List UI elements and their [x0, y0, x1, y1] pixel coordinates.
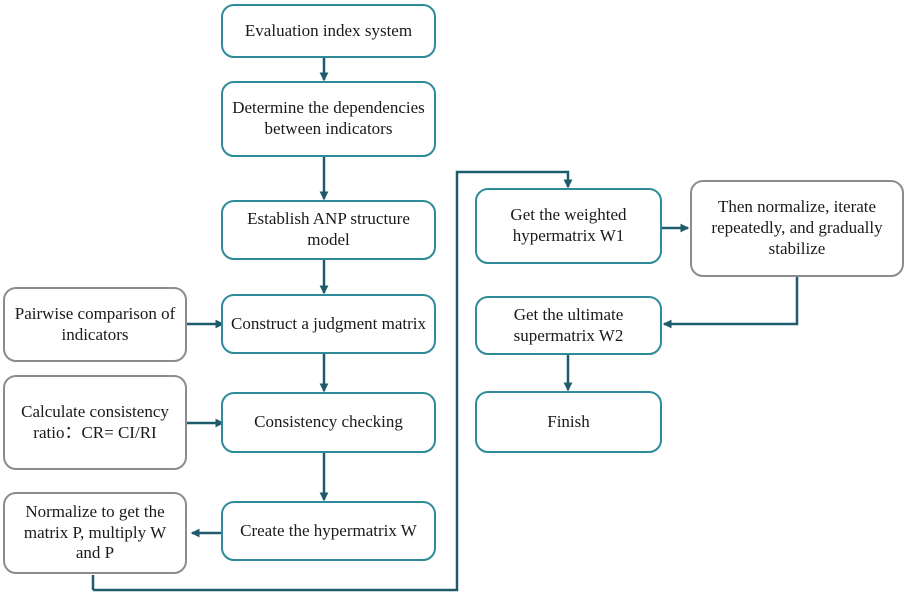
arrow-iterate-to-ultimate	[662, 277, 799, 329]
normalize-matrix-p-node: Normalize to get the matrix P, multiply …	[3, 492, 187, 574]
ultimate-supermatrix-node: Get the ultimate supermatrix W2	[475, 296, 662, 355]
arrow-normalize-to-weighted	[91, 170, 568, 592]
calculate-consistency-ratio-node: Calculate consistency ratio：CR= CI/RI	[3, 375, 187, 470]
weighted-hypermatrix-node: Get the weighted hypermatrix W1	[475, 188, 662, 264]
finish-node: Finish	[475, 391, 662, 453]
pairwise-comparison-node: Pairwise comparison of indicators	[3, 287, 187, 362]
determine-dependencies-node: Determine the dependencies between indic…	[221, 81, 436, 157]
normalize-iterate-node: Then normalize, iterate repeatedly, and …	[690, 180, 904, 277]
consistency-checking-node: Consistency checking	[221, 392, 436, 453]
construct-judgment-matrix-node: Construct a judgment matrix	[221, 294, 436, 354]
create-hypermatrix-node: Create the hypermatrix W	[221, 501, 436, 561]
establish-anp-model-node: Establish ANP structure model	[221, 200, 436, 260]
evaluation-index-system-node: Evaluation index system	[221, 4, 436, 58]
